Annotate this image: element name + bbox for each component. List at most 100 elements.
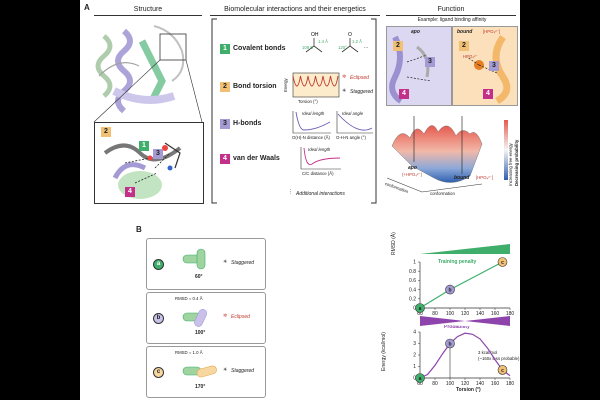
state-b-torsion-icon <box>182 309 207 327</box>
probability-wedge-left <box>420 316 465 326</box>
label-van-der-waals: van der Waals <box>233 155 280 162</box>
structure-zoom-panel: 2 1 3 4 <box>94 122 204 204</box>
energy-point-c <box>497 365 508 375</box>
zoom-badge-torsion: 2 <box>101 127 111 137</box>
penalty-point-label-a: a <box>419 306 422 312</box>
function-example: Example: ligand binding affinity <box>417 17 487 23</box>
energy-annotation-2: (~160x less probable) <box>478 356 520 361</box>
training-penalty-wedge <box>420 244 510 254</box>
chart1-x-tick-label: 140 <box>476 311 485 317</box>
energy-point-a <box>415 373 425 383</box>
apo-badge-vdw: 4 <box>399 89 409 99</box>
svg-text:OH: OH <box>311 32 319 38</box>
chart2-x-tick-label: 160 <box>491 381 500 387</box>
badge-covalent: 1 <box>220 44 230 54</box>
chart2-x-tick-label: 140 <box>476 381 485 387</box>
additional-interactions: Additional interactions <box>296 191 345 197</box>
chart2-y-tick-label: 2 <box>413 353 416 359</box>
energy-point-label-a: a <box>419 376 422 382</box>
energy-landscape <box>386 116 483 193</box>
zoom-badge-vdw: 4 <box>125 187 135 197</box>
zoom-badge-hbond: 3 <box>153 149 163 159</box>
landscape-apo-sub: (+HPO₄²⁻) <box>402 172 423 177</box>
chart1-y-tick-label: 0.8 <box>409 269 416 275</box>
label-eclipsed: Eclipsed <box>350 75 369 81</box>
penalty-point-label-b: b <box>448 287 451 293</box>
chart2-title: Probability <box>444 324 470 330</box>
state-b-conformation: Eclipsed <box>231 314 250 320</box>
badge-torsion: 2 <box>220 82 230 92</box>
covalent-length-2: 1.2 Å <box>352 39 363 44</box>
energy-annotation-1: 3 kcal/mol <box>478 350 498 355</box>
landscape-conf-axis-2: conformation <box>430 191 455 196</box>
state-c-torsion-icon <box>182 365 217 378</box>
zoom-badge-covalent: 1 <box>139 141 149 151</box>
bound-state-box: bound [HPO₄²⁻] HPO₄²⁻ 2 3 4 <box>452 26 518 106</box>
structure-header: Structure <box>94 6 202 16</box>
energy-curve <box>419 332 511 379</box>
state-c-marker: c <box>153 367 164 378</box>
covalent-more: ... <box>364 44 369 50</box>
hbond-distance-plot <box>292 111 331 134</box>
landscape-bound-ligand: [HPO₄²⁻] <box>476 175 494 180</box>
state-b-eclipsed-icon: ✲ <box>223 313 228 319</box>
left-bracket <box>211 18 217 204</box>
figure-panel: A Structure Biomolecular interactions an… <box>80 0 520 400</box>
apo-badge-torsion: 2 <box>393 41 403 51</box>
apo-state-box: apo 2 3 4 <box>386 26 452 106</box>
state-b-rmsd: RMSD = 0.4 Å <box>175 296 203 301</box>
state-b-angle: 100° <box>195 330 206 336</box>
energy-point-b <box>445 338 455 349</box>
state-card-b: b RMSD = 0.4 Å 100° Eclipsed ✲ <box>146 292 266 344</box>
state-a-marker: a <box>153 259 164 270</box>
chart1-x-tick-label: 160 <box>491 311 500 317</box>
vdw-ideal-length: Ideal length <box>308 147 331 152</box>
zoom-box <box>159 33 187 61</box>
chart2-x-tick-label: 80 <box>432 381 438 387</box>
state-a-angle: 60° <box>195 274 203 280</box>
bound-structure-illustration <box>466 34 511 105</box>
state-b-marker: b <box>153 313 164 324</box>
covalent-length-1: 1.4 Å <box>318 39 329 44</box>
label-covalent-bonds: Covalent bonds <box>233 45 286 52</box>
chart1-x-tick-label: 120 <box>461 311 470 317</box>
bound-ligand-short: HPO₄²⁻ <box>463 54 478 59</box>
interactions-header: Biomolecular interactions and their ener… <box>210 6 380 16</box>
chart1-x-tick-label: 80 <box>432 311 438 317</box>
state-a-torsion-icon <box>182 248 206 270</box>
torsion-x-label: Torsion (°) <box>298 99 318 104</box>
energy-point-label-c: c <box>501 368 504 374</box>
penalty-point-a <box>415 303 425 313</box>
probability-wedge-right <box>465 316 510 326</box>
covalent-molecules-icon: OH O <box>305 32 359 53</box>
panel-b-label: B <box>136 225 142 234</box>
torsion-energy-plot <box>292 72 340 98</box>
bound-ligand-label: [HPO₄²⁻] <box>483 29 501 34</box>
badge-hbond: 3 <box>220 119 230 129</box>
badge-vdw: 4 <box>220 154 230 164</box>
bound-badge-torsion: 2 <box>459 41 469 51</box>
covalent-angle-2: 120° <box>338 45 347 50</box>
eclipsed-icon: ✲ <box>342 74 347 80</box>
state-card-c: c RMSD = 1.0 Å 170° Staggered ✳ <box>146 346 266 398</box>
penalty-point-label-c: c <box>501 260 504 266</box>
free-energy-colorbar <box>504 120 508 180</box>
bound-badge-vdw: 4 <box>483 89 493 99</box>
chart2-y-tick-label: 0 <box>413 376 416 382</box>
penalty-point-b <box>445 284 455 295</box>
staggered-icon: ✳ <box>342 88 347 94</box>
panel-a-label: A <box>84 3 90 12</box>
protein-ribbon <box>95 25 185 114</box>
chart1-y-tick-label: 0.2 <box>409 297 416 303</box>
state-a-conformation: Staggered <box>231 260 255 266</box>
chart1-y-tick-label: 0.4 <box>409 287 416 293</box>
chart1-x-tick-label: 60 <box>417 311 423 317</box>
landscape-apo-label: apo <box>408 165 417 171</box>
chart1-title: Training penalty <box>438 259 477 265</box>
chart2-x-label: Torsion (°) <box>456 387 481 393</box>
covalent-angle-1: 109.5° <box>302 45 315 50</box>
hbond-ideal-angle: Ideal angle <box>342 111 364 116</box>
vdw-energy-plot <box>300 147 341 170</box>
hbond-distance-x-label: O(H)-N distance (Å) <box>292 135 330 140</box>
energy-point-label-b: b <box>448 341 451 347</box>
